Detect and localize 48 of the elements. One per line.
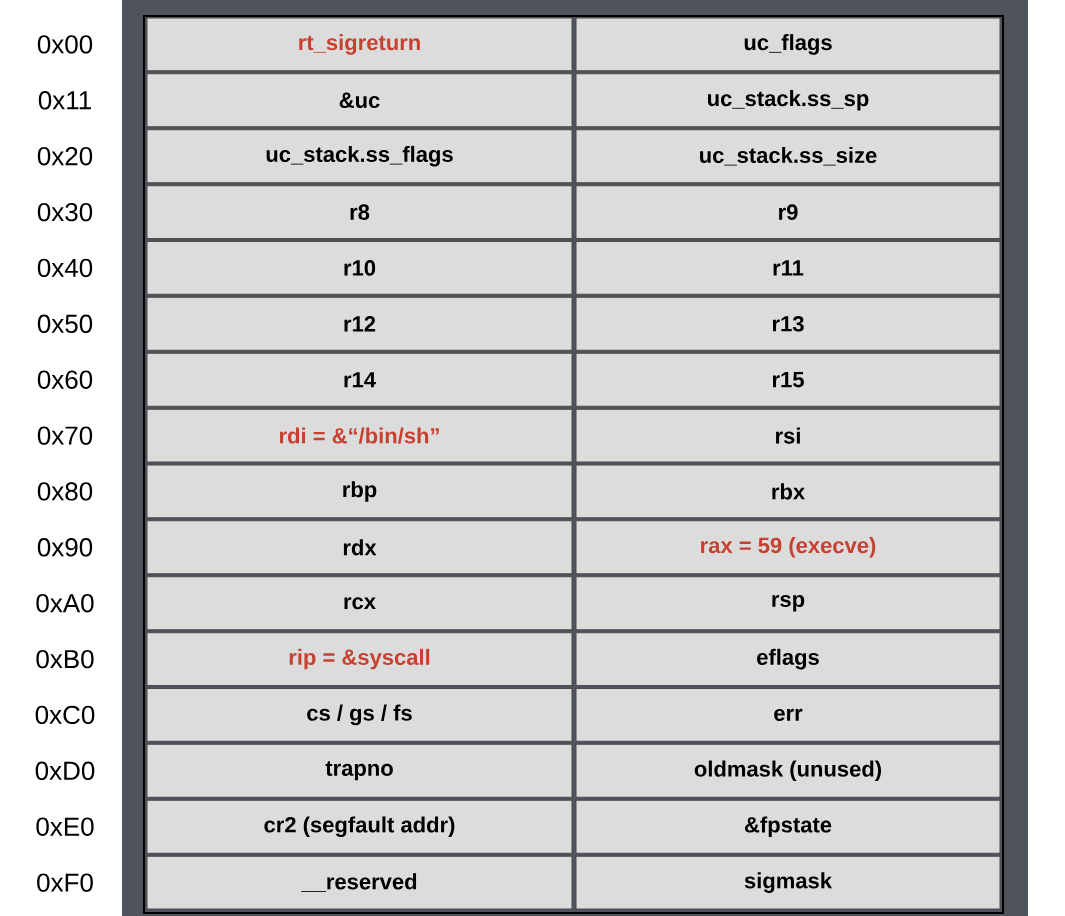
table-cell: rt_sigreturn <box>146 17 573 72</box>
table-cell: rip = &syscall <box>146 632 573 687</box>
address-label: 0x20 <box>37 147 93 166</box>
address-label: 0xA0 <box>36 594 94 613</box>
table-cell: rbp <box>146 464 573 519</box>
table-cell: rbx <box>575 464 1001 519</box>
address-label: 0x00 <box>37 35 93 54</box>
table-cell: rcx <box>146 576 573 631</box>
table-cell: r9 <box>575 185 1001 240</box>
table-cell: err <box>575 687 1001 742</box>
address-label: 0x40 <box>37 258 93 278</box>
table-cell: r10 <box>146 240 573 295</box>
table-cell: rax = 59 (execve) <box>575 520 1001 575</box>
table-cell: r12 <box>146 296 573 351</box>
address-label: 0x60 <box>37 370 93 389</box>
table-cell: r15 <box>575 352 1001 407</box>
table-cell: rsp <box>575 576 1001 631</box>
table-cell: eflags <box>575 632 1001 687</box>
table-cell: rdi = &“/bin/sh” <box>146 408 573 463</box>
address-label: 0xE0 <box>36 817 94 836</box>
table-cell: r14 <box>146 352 573 407</box>
address-label: 0x30 <box>37 202 93 222</box>
address-label: 0x80 <box>37 482 93 501</box>
table-cell: &fpstate <box>575 799 1001 854</box>
address-label: 0xD0 <box>35 761 95 780</box>
table-cell: &uc <box>146 73 573 128</box>
table-cell: r13 <box>575 296 1001 351</box>
address-label: 0x50 <box>37 314 93 333</box>
table-cell: uc_stack.ss_size <box>575 129 1001 184</box>
table-cell: rsi <box>575 408 1001 463</box>
table-cell: r8 <box>146 185 573 240</box>
table-cell: cr2 (segfault addr) <box>146 799 573 854</box>
table-cell: __reserved <box>146 855 573 910</box>
address-label: 0xF0 <box>37 873 93 892</box>
table-cell: rdx <box>146 520 573 575</box>
address-label: 0x70 <box>37 426 93 445</box>
table-cell: sigmask <box>575 855 1001 910</box>
table-cell: uc_stack.ss_sp <box>575 73 1001 128</box>
address-label: 0xB0 <box>36 649 94 669</box>
table-cell: trapno <box>146 743 573 798</box>
table-cell: cs / gs / fs <box>146 687 573 742</box>
address-label: 0xC0 <box>35 705 95 725</box>
table-cell: r11 <box>575 240 1001 295</box>
table-cell: uc_flags <box>575 17 1001 72</box>
table-cell: uc_stack.ss_flags <box>146 129 573 184</box>
address-label: 0x11 <box>38 91 91 110</box>
table-cell: oldmask (unused) <box>575 743 1001 798</box>
address-label: 0x90 <box>37 538 93 557</box>
